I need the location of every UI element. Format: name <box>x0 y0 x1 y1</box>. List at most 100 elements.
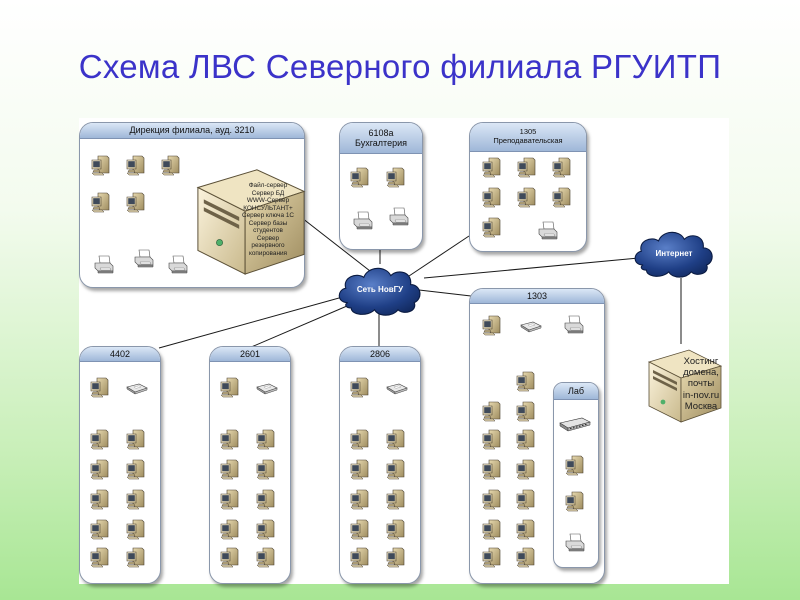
computer-icon[interactable] <box>349 166 371 188</box>
printer-icon[interactable] <box>93 254 115 276</box>
computer-icon[interactable] <box>125 191 147 213</box>
scanner-icon[interactable] <box>125 382 149 396</box>
computer-icon[interactable] <box>385 458 407 480</box>
group-lab-title: Лаб <box>554 383 598 400</box>
server-line: Файл-сервер <box>248 182 288 189</box>
computer-icon[interactable] <box>551 186 573 208</box>
computer-icon[interactable] <box>89 488 111 510</box>
printer-icon[interactable] <box>133 248 155 270</box>
computer-icon[interactable] <box>125 546 147 568</box>
network-switch-icon[interactable] <box>558 416 592 434</box>
computer-icon[interactable] <box>90 154 112 176</box>
computer-icon[interactable] <box>89 458 111 480</box>
computer-icon[interactable] <box>255 458 277 480</box>
scanner-icon[interactable] <box>519 320 543 334</box>
computer-icon[interactable] <box>349 488 371 510</box>
computer-icon[interactable] <box>481 216 503 238</box>
computer-icon[interactable] <box>90 191 112 213</box>
group-teachers-name: Преподавательская <box>493 136 563 145</box>
computer-icon[interactable] <box>515 518 537 540</box>
computer-icon[interactable] <box>125 154 147 176</box>
computer-icon[interactable] <box>349 376 371 398</box>
computer-icon[interactable] <box>481 186 503 208</box>
computer-icon[interactable] <box>349 458 371 480</box>
computer-icon[interactable] <box>219 458 241 480</box>
printer-icon[interactable] <box>388 206 410 228</box>
server-line: WWW-Сервер <box>246 197 290 205</box>
computer-icon[interactable] <box>515 546 537 568</box>
computer-icon[interactable] <box>89 428 111 450</box>
computer-icon[interactable] <box>481 400 503 422</box>
group-4402-title: 4402 <box>80 347 160 362</box>
computer-icon[interactable] <box>255 518 277 540</box>
computer-icon[interactable] <box>125 518 147 540</box>
computer-icon[interactable] <box>481 518 503 540</box>
computer-icon[interactable] <box>349 428 371 450</box>
group-1303-title: 1303 <box>470 289 604 304</box>
computer-icon[interactable] <box>219 546 241 568</box>
group-accounting-room: 6108а <box>368 127 394 138</box>
computer-icon[interactable] <box>481 314 503 336</box>
server-line: копирования <box>249 249 287 257</box>
computer-icon[interactable] <box>481 488 503 510</box>
link-internet <box>423 257 640 279</box>
connection-lines <box>158 217 682 349</box>
computer-icon[interactable] <box>89 518 111 540</box>
computer-icon[interactable] <box>385 518 407 540</box>
printer-icon[interactable] <box>563 314 585 336</box>
computer-icon[interactable] <box>160 154 182 176</box>
computer-icon[interactable] <box>481 156 503 178</box>
computer-icon[interactable] <box>515 400 537 422</box>
group-2806-title: 2806 <box>340 347 420 362</box>
computer-icon[interactable] <box>255 488 277 510</box>
computer-icon[interactable] <box>255 428 277 450</box>
computer-icon[interactable] <box>564 490 586 512</box>
computer-icon[interactable] <box>385 428 407 450</box>
server-line: резервного <box>251 242 285 250</box>
computer-icon[interactable] <box>89 376 111 398</box>
computer-icon[interactable] <box>385 546 407 568</box>
computer-icon[interactable] <box>515 488 537 510</box>
computer-icon[interactable] <box>89 546 111 568</box>
computer-icon[interactable] <box>564 454 586 476</box>
computer-icon[interactable] <box>516 186 538 208</box>
hosting-line: Москва <box>684 400 718 412</box>
computer-icon[interactable] <box>481 428 503 450</box>
computer-icon[interactable] <box>349 518 371 540</box>
printer-icon[interactable] <box>537 220 559 242</box>
computer-icon[interactable] <box>515 370 537 392</box>
group-direction-title: Дирекция филиала, ауд. 3210 <box>80 123 304 139</box>
hosting-line: Хостинг <box>683 356 719 367</box>
computer-icon[interactable] <box>255 546 277 568</box>
computer-icon[interactable] <box>385 166 407 188</box>
computer-icon[interactable] <box>516 156 538 178</box>
group-teachers-title: 1305 Преподавательская <box>470 123 586 152</box>
link-4402 <box>158 292 358 349</box>
computer-icon[interactable] <box>385 488 407 510</box>
hosting-label: Хостинг домена, почты in-nov.ru Москва <box>673 356 729 412</box>
computer-icon[interactable] <box>515 428 537 450</box>
computer-icon[interactable] <box>481 458 503 480</box>
printer-icon[interactable] <box>167 254 189 276</box>
link-teachers <box>408 235 470 277</box>
group-2601-title: 2601 <box>210 347 290 362</box>
slide-title: Схема ЛВС Северного филиала РГУИТП <box>78 48 722 85</box>
computer-icon[interactable] <box>125 458 147 480</box>
computer-icon[interactable] <box>125 488 147 510</box>
scanner-icon[interactable] <box>255 382 279 396</box>
computer-icon[interactable] <box>515 458 537 480</box>
computer-icon[interactable] <box>219 376 241 398</box>
printer-icon[interactable] <box>352 210 374 232</box>
computer-icon[interactable] <box>219 518 241 540</box>
computer-icon[interactable] <box>219 428 241 450</box>
scanner-icon[interactable] <box>385 382 409 396</box>
server-line: Сервер базы <box>248 219 288 227</box>
computer-icon[interactable] <box>551 156 573 178</box>
computer-icon[interactable] <box>219 488 241 510</box>
computer-icon[interactable] <box>349 546 371 568</box>
computer-icon[interactable] <box>125 428 147 450</box>
internet-label: Интернет <box>655 249 693 258</box>
printer-icon[interactable] <box>564 532 586 554</box>
computer-icon[interactable] <box>481 546 503 568</box>
hosting-line: почты <box>687 378 715 390</box>
